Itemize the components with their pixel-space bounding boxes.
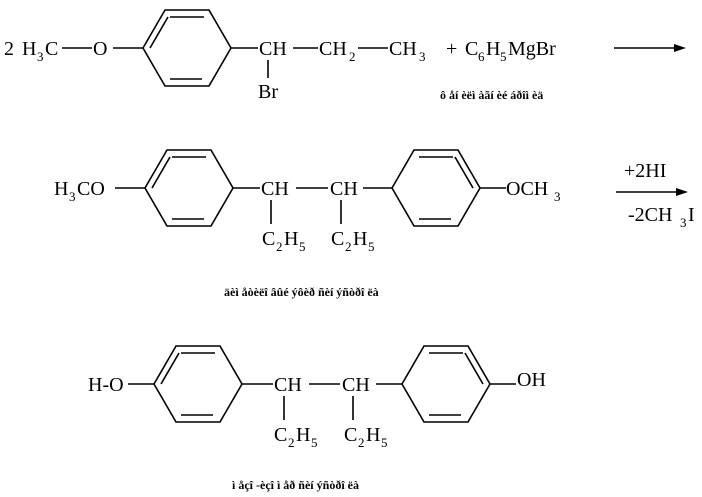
right-ethyl-H-label: H [353, 228, 367, 250]
benzene-ring-5-hexagon [401, 345, 491, 423]
caption-product: ì åçî -èçî ì åð ñèí ýñòðî ëà [231, 478, 359, 492]
benzene-ring-2-double-bond-left [151, 156, 171, 189]
reagent-above-arrow: +2HI [624, 160, 666, 182]
grignard-H-label: H [486, 38, 500, 60]
product-right-ethyl-C-label: C [344, 424, 357, 446]
benzene-ring-5 [401, 345, 491, 423]
left-ethyl-C-label: C [262, 228, 275, 250]
product-ch-left-label: CH [274, 374, 302, 396]
right-ethyl-C-label: C [331, 228, 344, 250]
hydroxy-right-label: OH [517, 369, 546, 391]
caption-intermediate: äèì åòèëî âûé ýôèð ñèí ýñòðî ëà [224, 285, 379, 299]
ch3-subscript: 3 [419, 49, 426, 64]
ch-left-label: CH [261, 178, 289, 200]
reaction-arrow-2-head [676, 188, 688, 196]
product-left-ethyl-C-subscript: 2 [288, 435, 295, 450]
grignard-C-subscript: 6 [478, 49, 485, 64]
intermediate-dimethyl-ether: H 3 CO CH CH C 2 H 5 C 2 H 5 OC [54, 149, 561, 254]
grignard-H-subscript: 5 [500, 49, 507, 64]
product-left-ethyl-H-subscript: 5 [311, 435, 318, 450]
product-right-ethyl-C-subscript: 2 [358, 435, 365, 450]
product-hexestrol: H-O CH CH C 2 H 5 C 2 H 5 OH [88, 345, 546, 450]
product-left-ethyl-C-label: C [274, 424, 287, 446]
benzene-ring-1-double-bond-left [149, 16, 169, 49]
reagent-below-end: I [688, 204, 695, 226]
methyl-C-label: C [45, 38, 58, 60]
ch2-label: CH [319, 38, 347, 60]
methyl-H-label: H [22, 38, 36, 60]
benzene-ring-3-double-bond-right [454, 156, 474, 189]
benzene-ring-1-hexagon [142, 9, 232, 87]
left-ethyl-H-label: H [284, 228, 298, 250]
product-ch-right-label: CH [342, 374, 370, 396]
benzene-ring-2 [144, 149, 234, 227]
reaction-arrow-1 [614, 44, 686, 52]
benzene-ring-3-hexagon [391, 149, 481, 227]
reagent-below-subscript: 3 [680, 215, 687, 230]
ch3-label: CH [389, 38, 417, 60]
benzene-ring-3 [391, 149, 481, 227]
benzene-ring-4-double-bond-left [160, 352, 180, 385]
left-methoxy-subscript: 3 [69, 189, 76, 204]
right-methoxy-label: OCH [506, 178, 548, 200]
benzene-ring-4 [153, 345, 243, 423]
benzene-ring-2-hexagon [144, 149, 234, 227]
grignard-rest-label: MgBr [508, 38, 556, 60]
right-ethyl-C-subscript: 2 [345, 239, 352, 254]
right-ethyl-H-subscript: 5 [368, 239, 375, 254]
product-right-ethyl-H-subscript: 5 [381, 435, 388, 450]
ch-right-label: CH [330, 178, 358, 200]
reactant-anethole-bromide: 2 H 3 C O CH Br CH 2 CH 3 [4, 9, 426, 103]
left-ethyl-H-subscript: 5 [299, 239, 306, 254]
plus-sign: + [446, 38, 457, 60]
methyl-subscript: 3 [37, 49, 44, 64]
right-methoxy-subscript: 3 [554, 189, 561, 204]
ch2-subscript: 2 [349, 49, 356, 64]
reaction-arrow-2: +2HI -2CH 3 I [616, 160, 695, 230]
left-methoxy-H-label: H [54, 178, 68, 200]
grignard-C-label: C [465, 38, 478, 60]
benzene-ring-5-double-bond-right [464, 352, 484, 385]
benzene-ring-1 [142, 9, 232, 87]
reaction-arrow-1-head [674, 44, 686, 52]
bromine-label: Br [258, 81, 278, 103]
product-right-ethyl-H-label: H [366, 424, 380, 446]
benzene-ring-4-hexagon [153, 345, 243, 423]
product-left-ethyl-H-label: H [296, 424, 310, 446]
reagent-phenylmagnesium-bromide: + C 6 H 5 MgBr [446, 38, 556, 64]
left-methoxy-CO-label: CO [77, 178, 105, 200]
ch-label: CH [259, 38, 287, 60]
stoich-coefficient: 2 [4, 38, 14, 60]
hydroxy-left-label: H-O [88, 374, 124, 396]
reagent-below-arrow: -2CH [628, 204, 672, 226]
caption-reagent: ô åí èëì àãí èé áðîì èä [440, 88, 543, 102]
ether-oxygen-label: O [93, 38, 107, 60]
left-ethyl-C-subscript: 2 [276, 239, 283, 254]
